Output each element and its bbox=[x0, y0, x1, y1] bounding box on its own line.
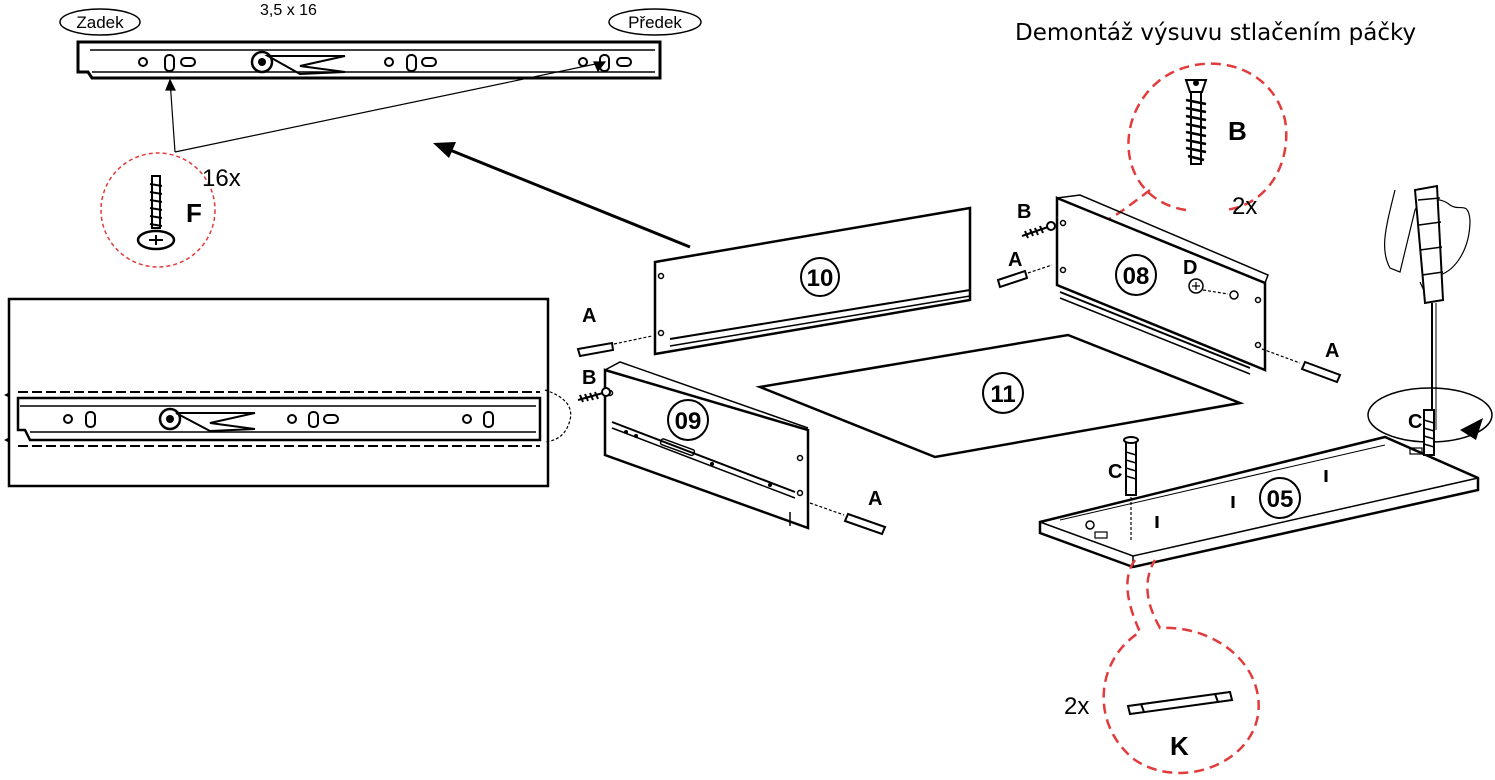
direction-arrow bbox=[433, 142, 691, 249]
dowel-a-1: A bbox=[576, 305, 653, 358]
panel-09: 09 bbox=[603, 361, 810, 530]
screw-b-callout: B 2x bbox=[1084, 62, 1288, 232]
removal-note: Demontáž výsuvu stlačením páčky bbox=[1015, 20, 1416, 46]
screw-f-letter: F bbox=[186, 198, 202, 228]
handle-k-callout: 2x K bbox=[1064, 559, 1260, 775]
slide-detail-box bbox=[4, 297, 572, 488]
panel-10-label: 10 bbox=[807, 265, 834, 292]
panel-11: 11 bbox=[755, 333, 1245, 459]
panel-10: 10 bbox=[653, 206, 972, 356]
handle-k-count: 2x bbox=[1064, 693, 1089, 720]
rail-front-label: Předek bbox=[628, 13, 682, 32]
screw-pointer-lines bbox=[165, 61, 607, 153]
handle-k-letter: K bbox=[1170, 731, 1189, 761]
screw-f-callout: 16x F bbox=[100, 152, 241, 268]
label-a-2: A bbox=[1008, 249, 1022, 271]
dowel-a-4: A bbox=[809, 488, 887, 536]
panel-08-label: 08 bbox=[1123, 263, 1150, 290]
screw-b-count: 2x bbox=[1232, 193, 1257, 220]
label-a-4: A bbox=[868, 488, 882, 510]
dowel-a-2: A bbox=[996, 249, 1053, 289]
rail-front-label-pill: Předek bbox=[608, 8, 702, 36]
panel-11-label: 11 bbox=[990, 381, 1015, 408]
rail-screw-size: 3,5 x 16 bbox=[260, 2, 317, 19]
top-slide-rail bbox=[76, 40, 662, 80]
panel-05: 05 bbox=[1038, 435, 1480, 569]
label-b-1: B bbox=[582, 367, 596, 389]
label-d-1: D bbox=[1183, 257, 1197, 279]
screw-b-2: B bbox=[1017, 201, 1056, 239]
label-a-3: A bbox=[1325, 340, 1339, 362]
screw-b-icon bbox=[1184, 79, 1208, 165]
rail-rear-label-pill: Zadek bbox=[59, 8, 141, 36]
cam-lock-d-icon bbox=[1188, 278, 1239, 300]
screw-b-letter: B bbox=[1228, 116, 1247, 146]
label-c-1: C bbox=[1108, 461, 1122, 483]
screwdriver-hand-icon: C bbox=[1367, 184, 1493, 456]
panel-05-label: 05 bbox=[1267, 486, 1294, 513]
screw-f-count: 16x bbox=[202, 165, 241, 192]
label-b-2: B bbox=[1017, 201, 1031, 223]
rail-rear-label: Zadek bbox=[76, 13, 124, 32]
label-a-1: A bbox=[582, 305, 596, 327]
label-c-2: C bbox=[1408, 411, 1422, 433]
dowel-a-3: A bbox=[1261, 340, 1342, 384]
panel-08: 08 bbox=[1055, 194, 1269, 375]
screw-b-1: B bbox=[577, 367, 611, 403]
handle-screw-c-1: C bbox=[1108, 436, 1139, 540]
panel-09-label: 09 bbox=[675, 408, 702, 435]
screw-f-icon bbox=[136, 175, 176, 251]
handle-k-icon bbox=[1126, 690, 1234, 716]
